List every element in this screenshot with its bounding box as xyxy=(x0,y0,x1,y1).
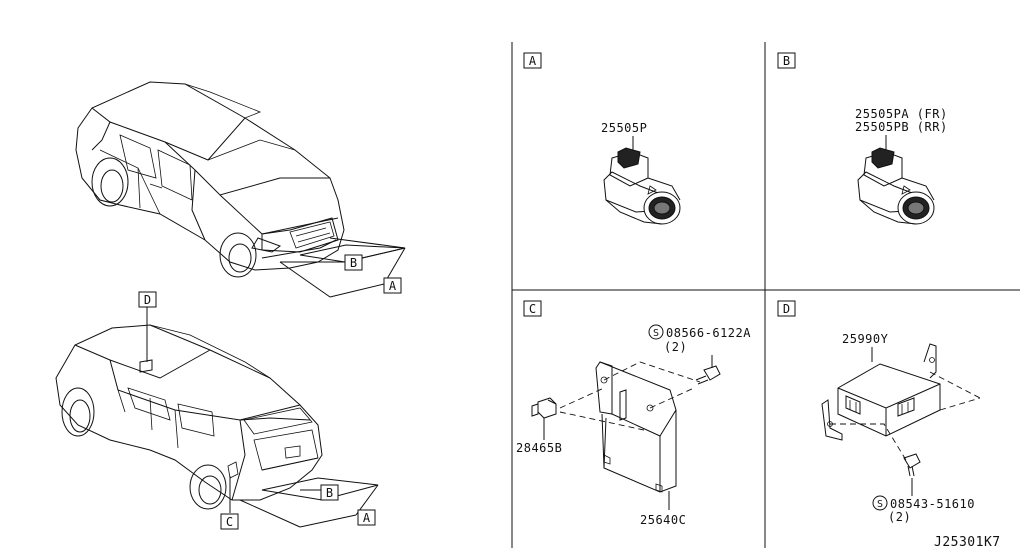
callout-box-b-top xyxy=(344,254,363,271)
callout-box-b-bottom xyxy=(320,484,339,501)
panel-c-clip-drawing xyxy=(531,397,557,419)
front-sensor-callout-lines xyxy=(279,237,406,298)
panel-a-letter-box xyxy=(523,52,542,69)
panel-c-bolt-part-number: 08566-6122A xyxy=(666,326,751,340)
panel-c-dash-1 xyxy=(559,387,605,409)
panel-c-dash-2 xyxy=(559,411,645,431)
panel-c-bracket-part-number: 25640C xyxy=(640,513,686,527)
panel-d-dash-3 xyxy=(830,423,907,461)
panel-d-dash-2 xyxy=(939,397,981,411)
panel-b-part-number-front: 25505PA (FR) xyxy=(855,107,948,121)
panel-d-bolt-quantity: (2) xyxy=(888,510,911,524)
panel-d-letter: D xyxy=(783,302,790,316)
panel-b-letter-box xyxy=(777,52,796,69)
diagram-id: J25301K7 xyxy=(934,535,1001,550)
panel-d-bolt-drawing xyxy=(903,453,921,477)
panel-c-bolt-drawing xyxy=(695,365,721,385)
callout-a-top: A xyxy=(389,279,397,293)
panel-b-sensor-drawing xyxy=(857,147,935,225)
callout-box-d-bottom xyxy=(138,291,157,308)
panel-a-part-number: 25505P xyxy=(601,121,647,135)
panel-a-letter: A xyxy=(529,54,537,68)
panel-c-dash-3 xyxy=(603,361,701,383)
callout-box-a-top xyxy=(383,277,402,294)
callout-box-c-bottom xyxy=(220,513,239,530)
panel-b-part-number-rear: 25505PB (RR) xyxy=(855,120,948,134)
panel-c-letter-box xyxy=(523,300,542,317)
callout-box-a-bottom xyxy=(357,509,376,526)
panel-d-letter-box xyxy=(777,300,796,317)
svg-text:S: S xyxy=(877,499,883,510)
panel-d-bolt-part-number: 08543-51610 xyxy=(890,497,975,511)
svg-text:S: S xyxy=(653,328,659,339)
screw-symbol-icon: S xyxy=(872,495,888,511)
callout-b-top: B xyxy=(350,256,357,270)
panel-c-bracket-drawing xyxy=(595,361,677,493)
panel-d-control-unit-drawing xyxy=(821,343,941,441)
rear-car-illustration xyxy=(55,324,323,510)
screw-symbol-icon: S xyxy=(648,324,664,340)
rear-sensor-callout-lines xyxy=(146,305,379,528)
front-car-illustration xyxy=(75,81,345,278)
panel-c-clip-part-number: 28465B xyxy=(516,441,562,455)
panel-a-sensor-drawing xyxy=(603,147,681,225)
callout-a-bottom: A xyxy=(363,511,371,525)
panel-d-unit-part-number: 25990Y xyxy=(842,332,889,346)
panel-c-letter: C xyxy=(529,302,536,316)
panel-c-bolt-quantity: (2) xyxy=(664,340,687,354)
callout-c-bottom: C xyxy=(226,515,233,529)
panel-c-dash-4 xyxy=(649,387,695,409)
callout-d-bottom: D xyxy=(144,293,151,307)
callout-b-bottom: B xyxy=(326,486,333,500)
panel-b-letter: B xyxy=(783,54,790,68)
